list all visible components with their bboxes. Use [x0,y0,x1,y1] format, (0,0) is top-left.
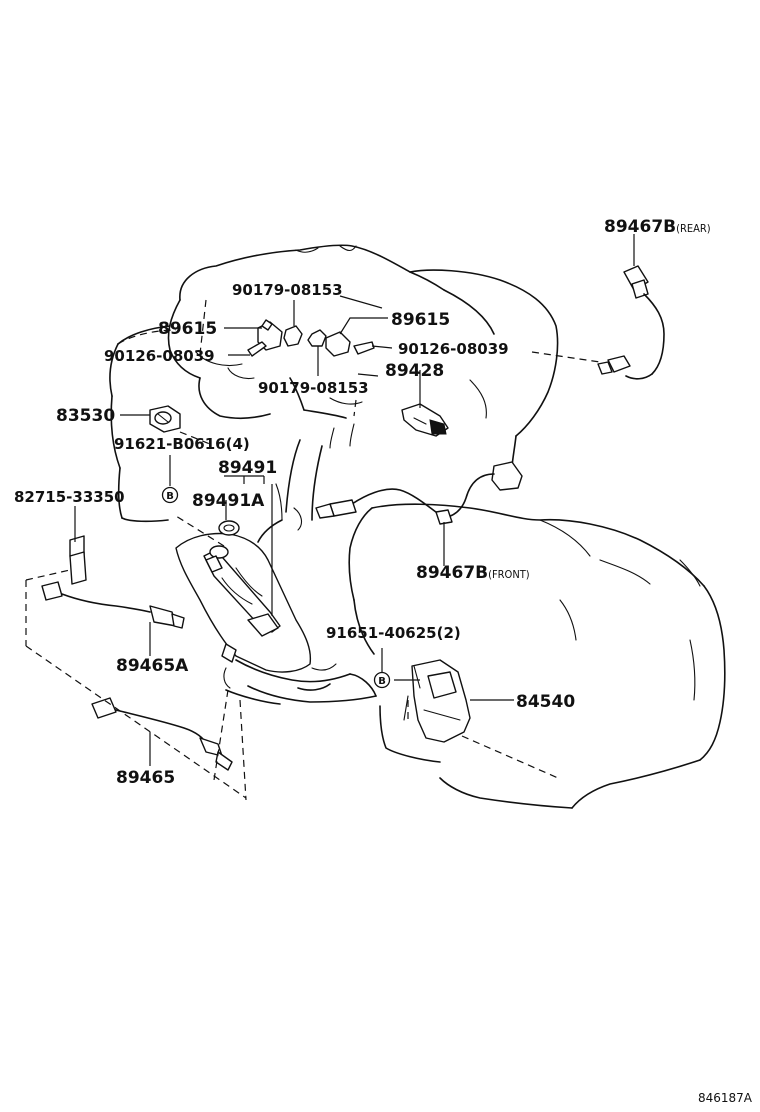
label-90179-top: 90179-08153 [232,281,343,299]
label-89615-left: 89615 [158,319,217,339]
b-marker-left: B [161,486,179,504]
temp-sensor-89428 [401,403,449,437]
figure-reference-code: 846187A [698,1091,753,1105]
label-90126-left: 90126-08039 [104,347,215,365]
engine-block-outline [109,244,726,809]
label-90179-bottom: 90179-08153 [258,379,369,397]
o2-sensor-89465a [41,581,185,629]
label-89428: 89428 [385,361,444,381]
label-91621: 91621-B0616(4) [114,435,250,453]
label-89467b-rear: 89467B(REAR) [604,217,711,237]
oil-pressure-switch-83530 [149,405,181,433]
o2-sensor-89465 [91,697,233,771]
label-89491a: 89491A [192,491,265,511]
bracket-82715 [69,535,87,585]
label-91651: 91651-40625(2) [326,624,461,642]
svg-text:B: B [378,676,386,687]
label-84540: 84540 [516,692,575,712]
o2-sensor-89467b-front [315,461,523,525]
o2-sensor-89467b-rear [597,265,665,380]
exhaust-manifold-89491 [175,532,312,673]
sensor-89615-left [247,319,303,357]
gasket-89491a [218,520,240,536]
sensor-89615-right [307,329,375,357]
label-89465a: 89465A [116,656,189,676]
label-83530: 83530 [56,406,115,426]
svg-text:B: B [166,491,174,502]
label-89615-right: 89615 [391,310,450,330]
label-82715: 82715-33350 [14,488,125,506]
label-89465: 89465 [116,768,175,788]
b-marker-right: B [373,671,391,689]
label-89467b-front: 89467B(FRONT) [416,563,530,583]
leader-lines [74,234,635,766]
label-89491: 89491 [218,458,277,478]
bolt-91621 [205,545,229,573]
label-90126-right: 90126-08039 [398,340,509,358]
neutral-switch-84540 [403,659,471,743]
phantom-lines [25,299,601,801]
